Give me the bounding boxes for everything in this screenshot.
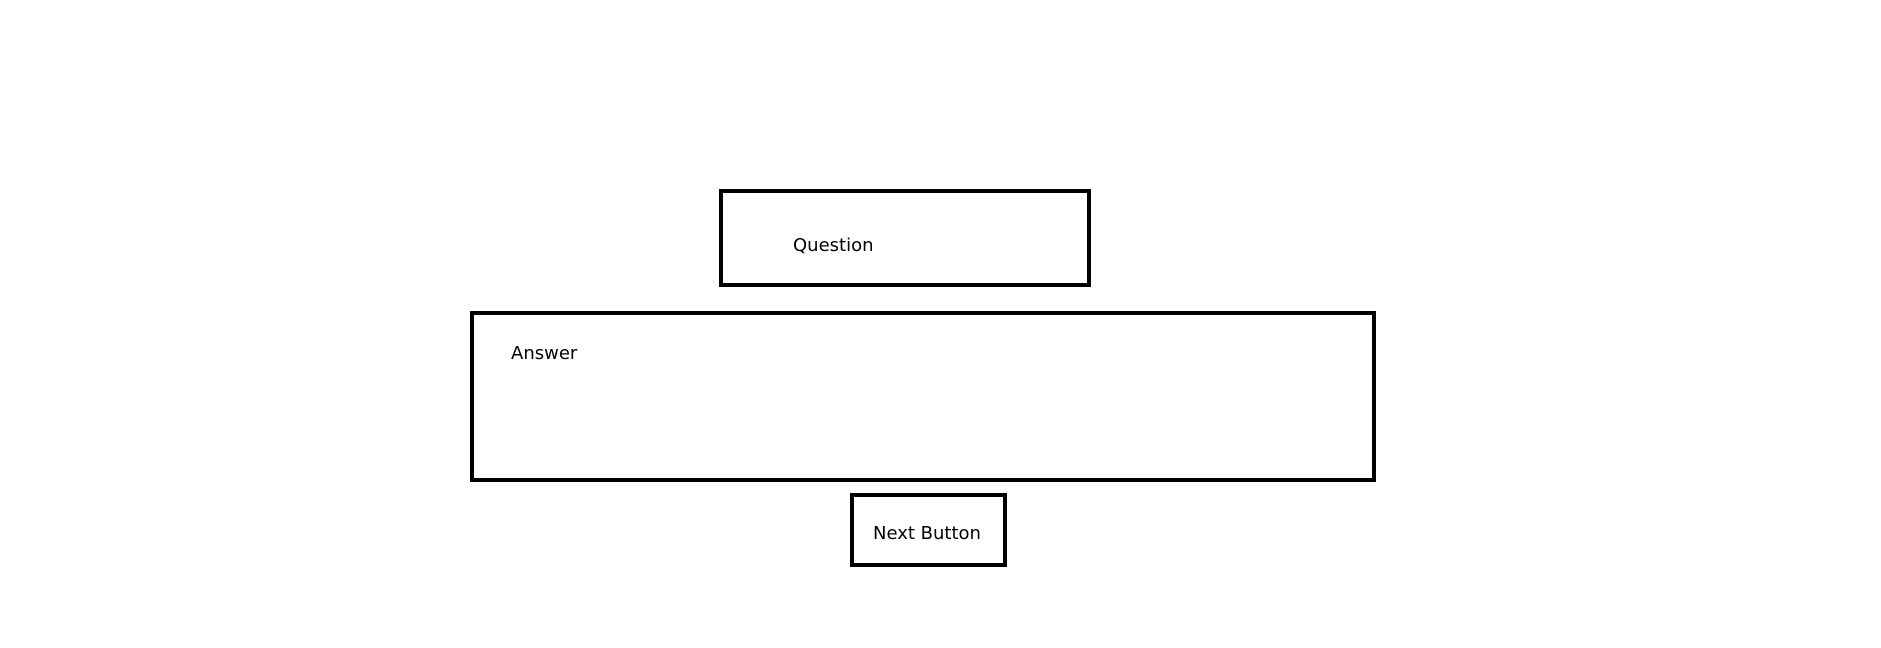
next-button[interactable]: Next Button — [850, 493, 1007, 567]
next-button-label: Next Button — [873, 523, 981, 544]
answer-box[interactable]: Answer — [470, 311, 1376, 482]
answer-label: Answer — [511, 343, 578, 364]
question-label: Question — [793, 235, 874, 256]
question-box: Question — [719, 189, 1091, 287]
